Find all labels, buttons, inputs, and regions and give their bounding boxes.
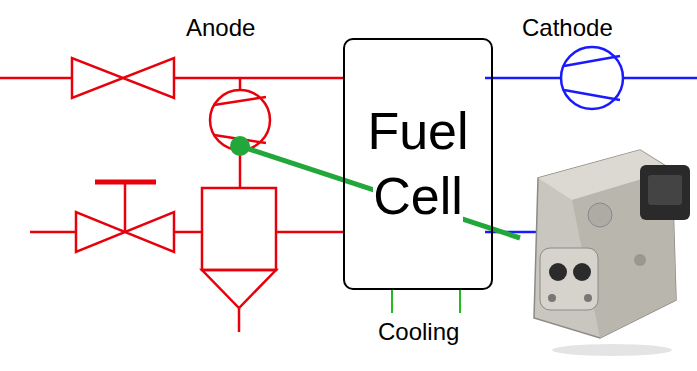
section-label: Anode [186,14,255,42]
pump-photo [534,150,690,356]
section-label: Cooling [378,318,459,346]
node-title: Fuel Cell [345,99,491,229]
section-label: Cathode [522,14,613,42]
fuel-cell-box: Fuel Cell [343,38,493,290]
anode-piping [0,58,345,332]
cooling-lines [392,290,460,313]
